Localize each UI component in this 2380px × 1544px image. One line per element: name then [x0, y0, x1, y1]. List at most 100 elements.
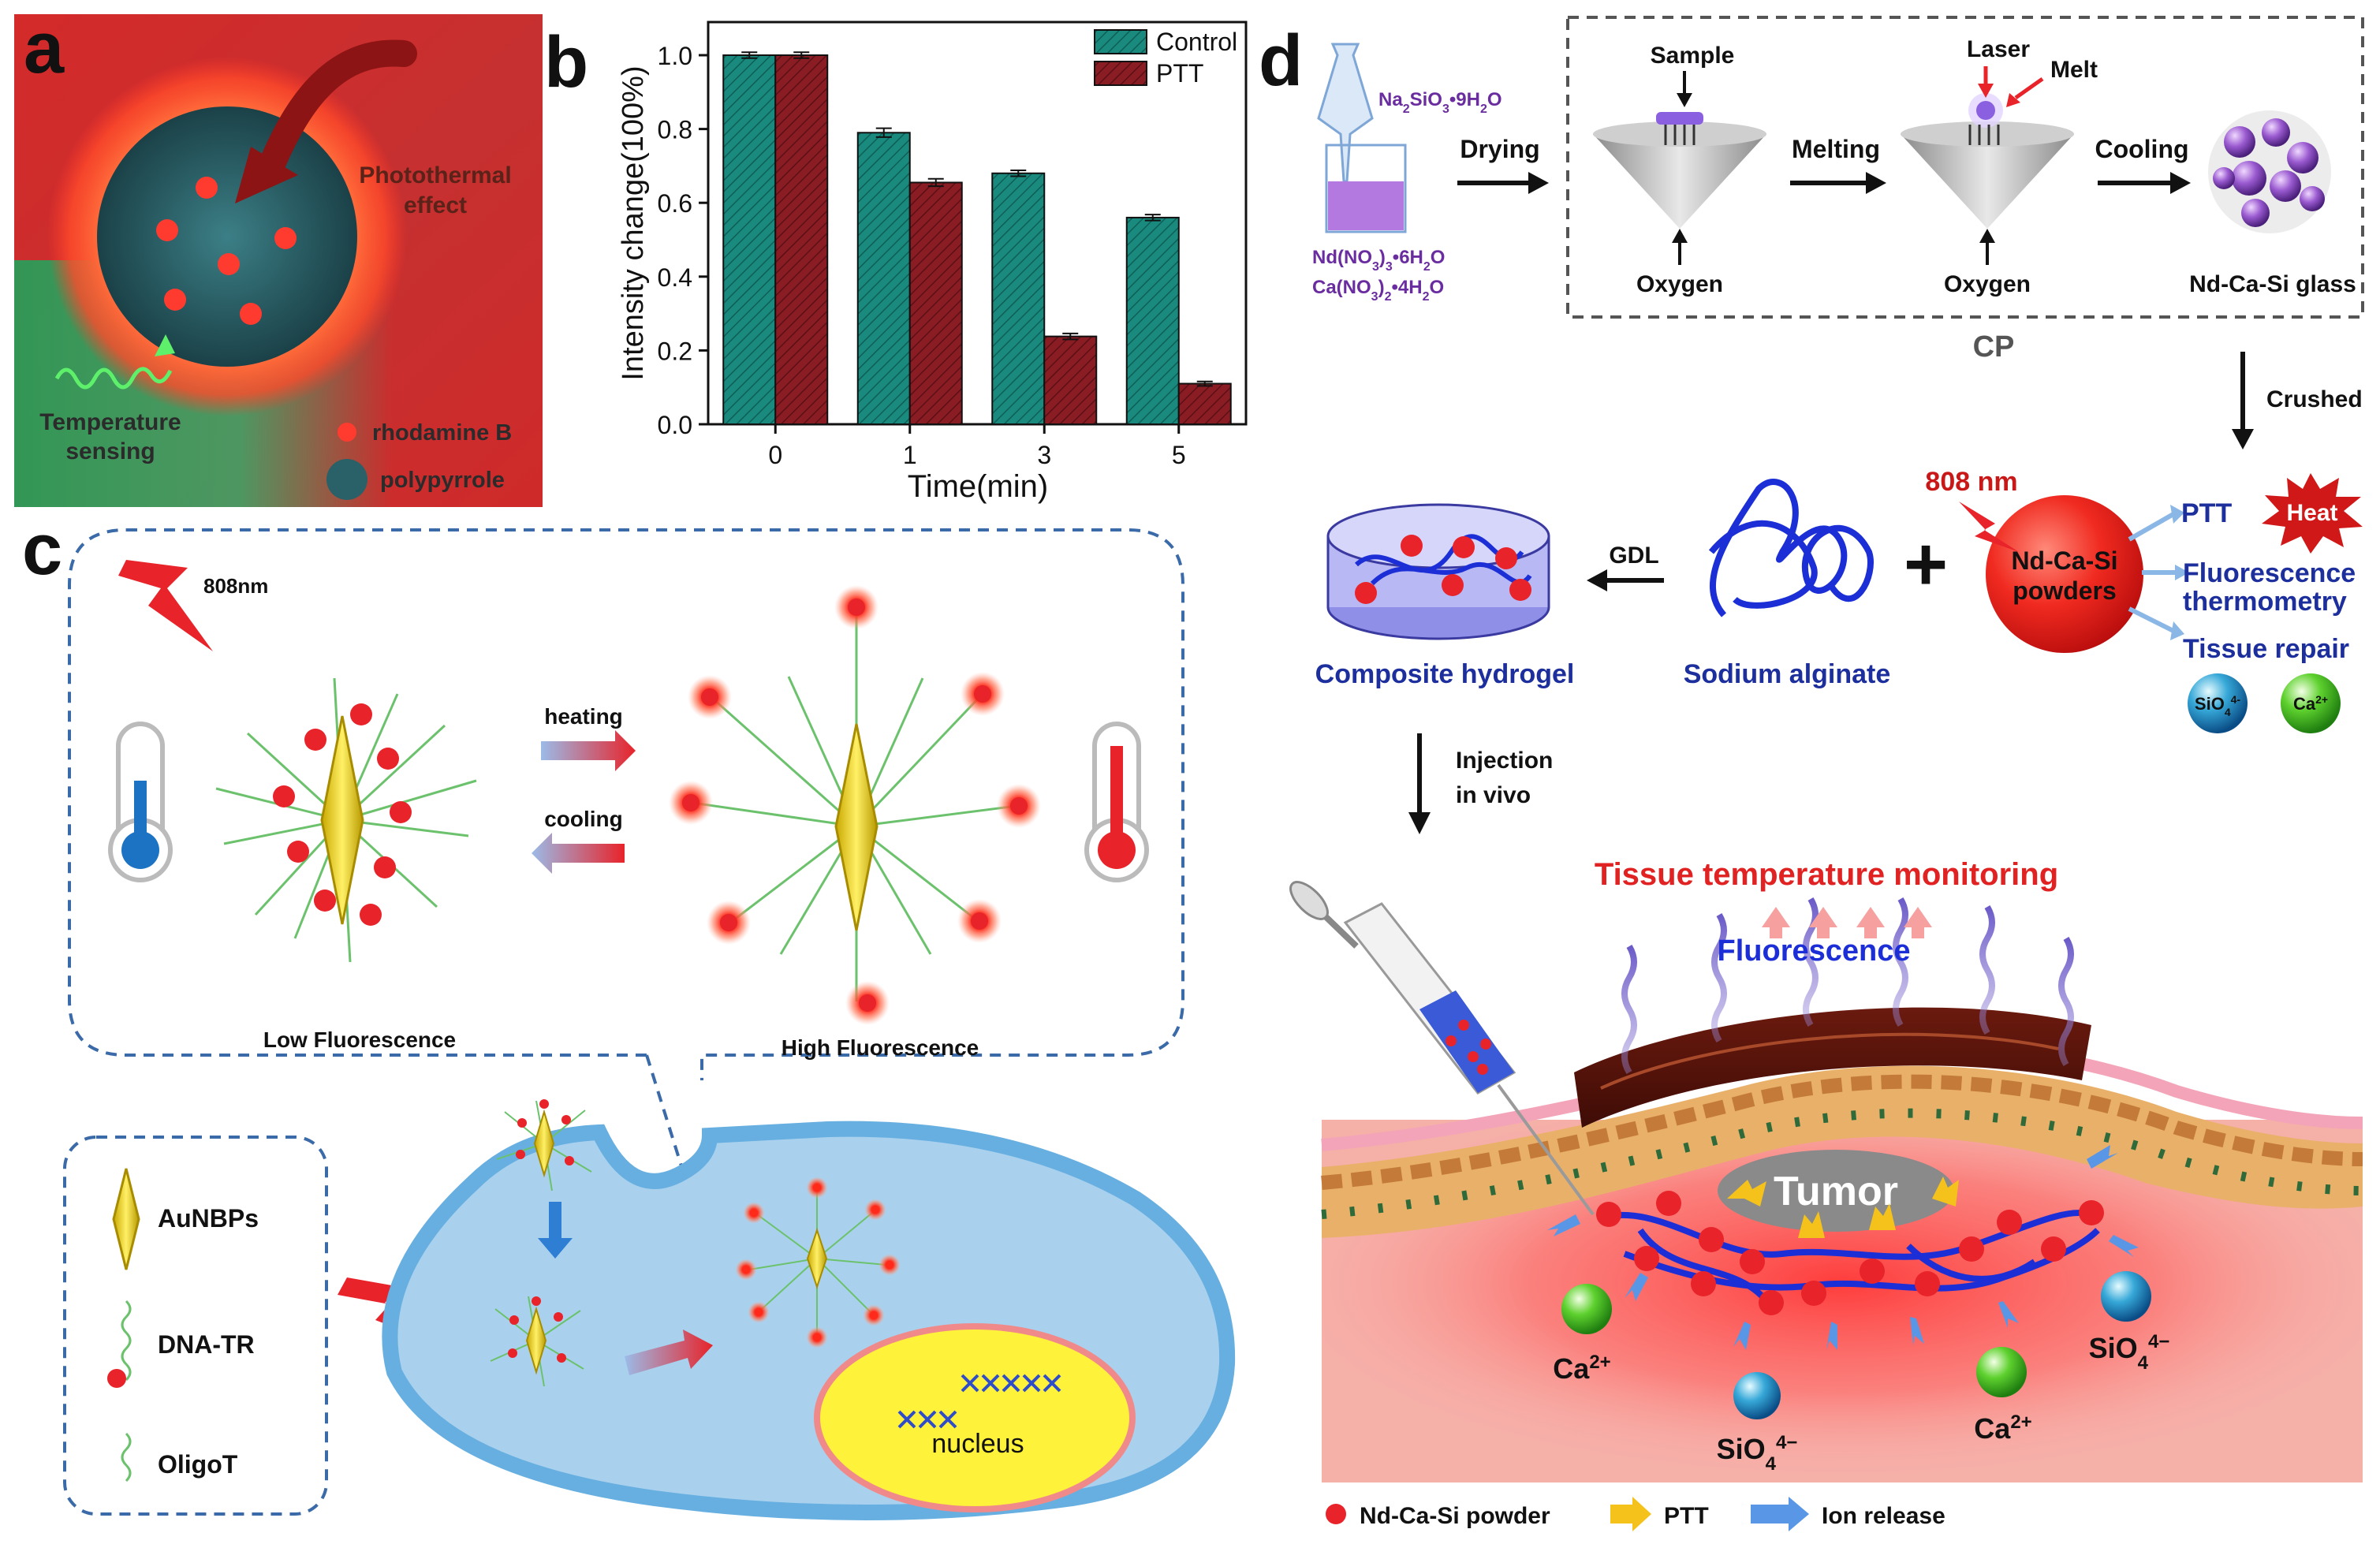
high-fluorescence-label: High Fluorescence [782, 1035, 979, 1060]
sodium-alginate-icon [1708, 479, 1874, 617]
plus-sign: + [1904, 522, 1948, 606]
reagent-sodium-silicate: Na2SiO3•9H2O [1378, 89, 1502, 116]
y-tick-label: 0.4 [658, 263, 692, 292]
property-arrowhead [2170, 505, 2184, 524]
x-axis-label: Time(min) [908, 469, 1049, 504]
bar-control [991, 172, 1046, 425]
nucleus [814, 1323, 1136, 1512]
powders-label-1: Nd-Ca-Si [2011, 546, 2117, 575]
hydrogel-network [1596, 1210, 2100, 1303]
property-arrows [2128, 512, 2177, 633]
melt-droplet [1976, 101, 1995, 120]
melt-arrow [2014, 76, 2044, 100]
y-tick-label: 1.0 [658, 42, 692, 70]
panel-letter-a: a [24, 8, 65, 88]
monitoring-label: Tissue temperature monitoring [1595, 857, 2058, 892]
zoom-callout-box [68, 528, 1184, 1080]
bar-ptt [774, 54, 829, 425]
rhodamine-dot [196, 177, 218, 199]
laser-label: Laser [1967, 36, 2030, 62]
cold-thermometer-icon [108, 722, 173, 882]
polypyrrole-particle [97, 106, 357, 367]
bars [722, 51, 1232, 426]
composite-hydrogel-label: Composite hydrogel [1315, 659, 1575, 689]
tissue-cell-layer [1321, 1074, 2363, 1190]
x-tick-label: 0 [768, 441, 782, 469]
sodium-alginate-label: Sodium alginate [1684, 659, 1891, 689]
cell-entering-particle [496, 1099, 592, 1192]
low-fluorescence-cluster [215, 677, 477, 963]
melting-label: Melting [1792, 135, 1880, 163]
legend-label-ptt: PTT [1156, 59, 1203, 88]
sample-disk [1656, 112, 1703, 125]
cell-released-particle [735, 1177, 901, 1348]
legend-oligot-label: OligoT [158, 1450, 238, 1479]
y-tick-label: 0.2 [658, 337, 692, 365]
panel-d-legend: Nd-Ca-Si powder PTT Ion release [1326, 1497, 1945, 1531]
cell-internal-particle [490, 1296, 584, 1387]
injection-arrowhead [1408, 812, 1431, 834]
photothermal-label-2: effect [404, 192, 467, 218]
gas-flow-arrows [1664, 125, 1695, 145]
dna-tr-dye-icon [107, 1369, 126, 1388]
rhodamine-dots [156, 177, 297, 325]
ion-balls [1561, 1271, 2151, 1419]
legend-powder-marker [1326, 1504, 1346, 1524]
x-tick-label: 1 [903, 441, 917, 469]
melting-arrowhead [1866, 172, 1886, 194]
fluorescence-label: Fluorescence [1718, 934, 1911, 968]
dna-strand-icon [897, 1410, 957, 1429]
low-fluorescence-label: Low Fluorescence [263, 1027, 456, 1052]
fluor-thermometry-label-1: Fluorescence [2183, 558, 2356, 588]
ptt-arrows [1727, 1177, 1959, 1238]
cooling-label: cooling [544, 807, 623, 831]
dna-tr-icon [121, 1300, 132, 1382]
injection-label-2: in vivo [1456, 782, 1531, 808]
bar-control [722, 54, 777, 425]
cooling-label-d: Cooling [2095, 135, 2188, 163]
legend-label-control: Control [1156, 28, 1237, 56]
gas-flow-arrows [1968, 125, 2000, 145]
sio4-badge-icon [2188, 673, 2248, 733]
panel-letter-d: d [1259, 21, 1303, 101]
drying-label: Drying [1460, 135, 1539, 163]
melt-arrowhead [2006, 93, 2020, 107]
rhodamine-dot [240, 303, 262, 325]
y-axis-label: Intensity change(100%) [617, 65, 650, 380]
glass-label: Nd-Ca-Si glass [2189, 271, 2356, 297]
high-fluorescence-cluster [669, 585, 1041, 1025]
x-tick-label: 5 [1172, 441, 1186, 469]
panel-a: Photothermal effect Temperature sensing … [14, 8, 543, 507]
tumor-label: Tumor [1774, 1169, 1898, 1214]
heating-arrow [541, 730, 636, 771]
panel-c: c 808nm [22, 509, 1236, 1520]
legend-swatch-control [1094, 29, 1147, 54]
cp-process-box [1566, 16, 2364, 319]
fluorescence-arrows [1621, 897, 2074, 1075]
legend-polypyrrole-label: polypyrrole [380, 468, 505, 493]
heat-label: Heat [2286, 500, 2337, 526]
nm808-bolt-icon [1959, 502, 2019, 552]
rhodamine-dot [156, 219, 178, 241]
legend-rhodamine-marker [338, 423, 356, 442]
panel-letter-c: c [22, 509, 62, 590]
hot-thermometer-icon [1084, 722, 1149, 882]
photothermal-label-1: Photothermal [359, 162, 511, 188]
oxygen-label-2: Oxygen [1944, 271, 2031, 297]
glass-beads-icon [2208, 110, 2331, 233]
tissue-repair-label: Tissue repair [2183, 634, 2349, 664]
legend-ptt-arrow [1610, 1497, 1651, 1531]
crushed-label: Crushed [2266, 386, 2363, 412]
sample-arrowhead [1677, 93, 1692, 107]
laser-808-label: 808nm [203, 574, 268, 598]
photothermal-arrow [255, 39, 417, 187]
reagent-nd-nitrate: Nd(NO3)3•6H2O [1312, 247, 1445, 274]
nm808-label: 808 nm [1925, 467, 2017, 497]
rhodamine-dot [164, 289, 186, 311]
temperature-wave-arrowhead [155, 334, 175, 356]
legend-polypyrrole-marker [326, 459, 367, 500]
legend-rhodamine-label: rhodamine B [372, 420, 512, 446]
chart-frame [707, 21, 1248, 426]
